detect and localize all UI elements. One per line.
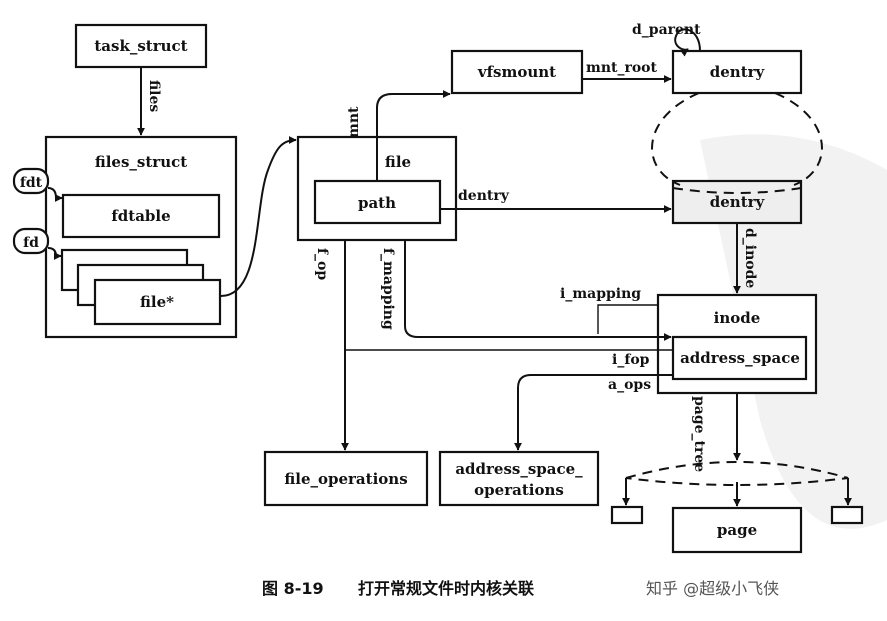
inode-node: inode address_space [656,293,818,395]
edge-label-i-mapping: i_mapping [560,286,641,302]
dentry-root-label: dentry [710,63,766,81]
fd-label: fd [23,235,39,251]
page-left-box [610,505,644,525]
files-struct-label: files_struct [95,153,187,171]
address-space-label: address_space [680,349,800,367]
watermark-text: 知乎 @超级小飞侠 [646,579,779,598]
edge-label-mnt-root: mnt_root [586,60,658,76]
address-space-operations-node: address_space_ operations [438,450,600,507]
edge-i-mapping [597,304,658,334]
vfsmount-label: vfsmount [477,63,556,81]
dentry-root-node: dentry [671,49,803,95]
task-struct-label: task_struct [94,37,187,55]
file-ptr-box [93,278,222,326]
edge-a-ops [514,374,673,451]
edge-fd [47,247,62,260]
edge-label-dentry: dentry [458,188,510,204]
page-tree-outline [625,461,849,486]
edge-label-f-op: f_op [314,248,330,280]
page-right-box [830,505,864,525]
path-box [313,179,442,225]
edge-label-mnt: mnt [346,106,362,138]
file-label: file [385,153,411,171]
edge-label-d-parent: d_parent [632,22,701,38]
figure-title: 打开常规文件时内核关联 [358,579,534,598]
dentry-label: dentry [710,193,766,211]
files-struct-node: files_struct fdtable file* [44,135,238,339]
edge-label-i-fop: i_fop [612,352,650,368]
dentry-node: dentry [671,179,803,225]
page-label: page [717,521,757,539]
fdt-pill [12,167,50,195]
dentry-tree-outline [651,92,823,186]
fd-pill [12,227,50,255]
path-label: path [358,194,396,212]
edge-label-a-ops: a_ops [608,377,651,393]
edge-file-ptr-to-file [220,136,297,297]
address-space-operations-label-1: address_space_ [455,460,583,478]
figure-number: 图 8-19 [262,579,324,598]
edge-fdt [47,187,63,202]
edge-label-page-tree: page_tree [691,396,707,472]
edge-d-parent [674,28,701,57]
edge-label-d-inode: d_inode [742,228,758,288]
address-space-operations-label-2: operations [474,481,564,499]
file-ptr-label: file* [140,293,174,311]
fdtable-box [61,193,221,239]
edge-label-f-mapping: f_mapping [380,248,396,330]
address-space-box [671,335,808,381]
edge-f-mapping [404,240,672,341]
edge-mnt [376,90,451,181]
inode-label: inode [714,309,761,327]
file-operations-label: file_operations [284,470,407,488]
fdtable-label: fdtable [111,207,170,225]
vfsmount-node: vfsmount [450,49,584,95]
task-struct-node: task_struct [74,23,208,69]
page-node: page [671,506,803,554]
file-operations-node: file_operations [263,450,429,507]
fdt-label: fdt [20,175,43,191]
edge-label-files: files [146,80,162,112]
